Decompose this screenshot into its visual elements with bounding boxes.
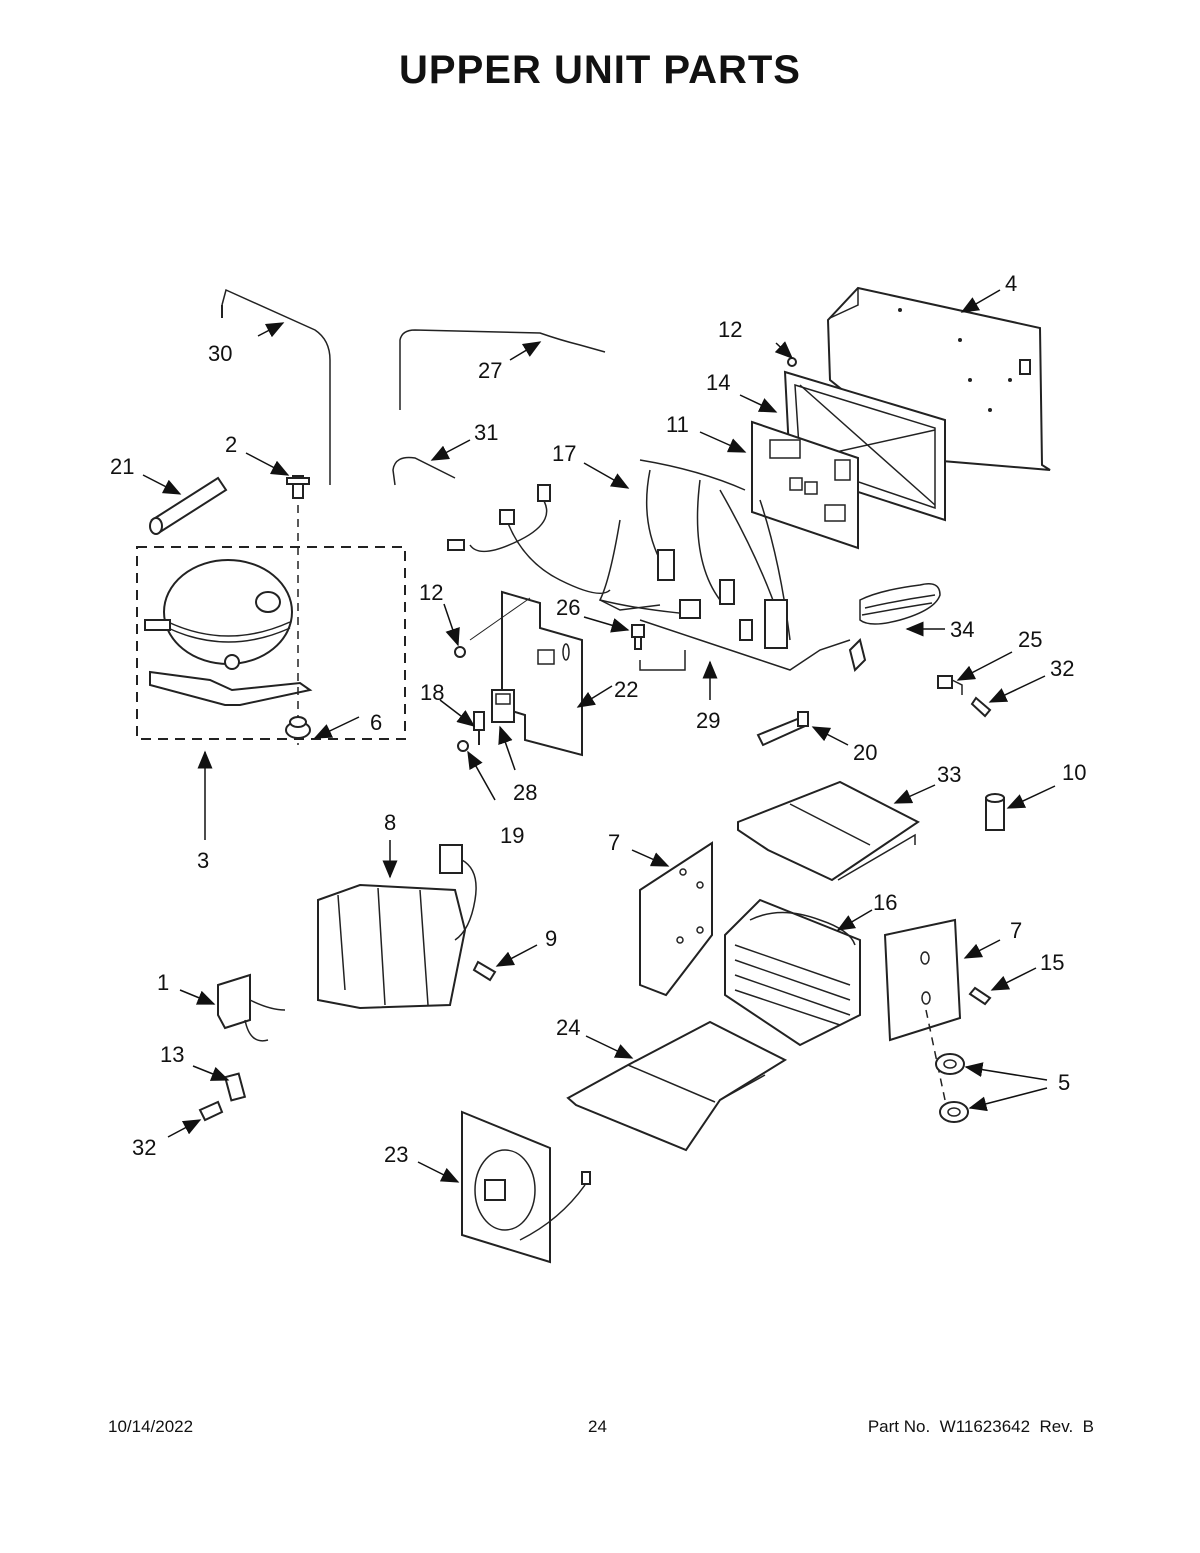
- switch: [491, 689, 515, 723]
- callout-24: 24: [556, 1015, 580, 1040]
- grommets-5: [935, 1053, 969, 1123]
- callout-1: 1: [157, 970, 169, 995]
- callout-19: 19: [500, 823, 524, 848]
- callout-5: 5: [1058, 1070, 1070, 1095]
- callout-33: 33: [937, 762, 961, 787]
- shield-24: [566, 1020, 788, 1152]
- callout-9: 9: [545, 926, 557, 951]
- callout-7-left: 7: [608, 830, 620, 855]
- callout-25: 25: [1018, 627, 1042, 652]
- callout-14: 14: [706, 370, 730, 395]
- callout-32-left: 32: [132, 1135, 156, 1160]
- screw-15: [968, 986, 992, 1006]
- callout-27: 27: [478, 358, 502, 383]
- callout-12-upper: 12: [718, 317, 742, 342]
- bracket-13: [223, 1072, 247, 1102]
- callout-18: 18: [420, 680, 444, 705]
- clip-25: [937, 675, 963, 695]
- screw-12-lower: [454, 646, 466, 658]
- harness-29: [639, 619, 851, 671]
- fan-housing: [317, 844, 477, 1010]
- callout-15: 15: [1040, 950, 1064, 975]
- callout-2: 2: [225, 432, 237, 457]
- heater-coil: [848, 583, 941, 672]
- evaporator-fan: [461, 1110, 591, 1264]
- callout-7-right: 7: [1010, 918, 1022, 943]
- screw-32-right: [970, 696, 992, 718]
- callout-20: 20: [853, 740, 877, 765]
- page-title: UPPER UNIT PARTS: [399, 48, 801, 92]
- discharge-tube: [221, 288, 331, 485]
- grommet: [285, 716, 311, 739]
- callout-4: 4: [1005, 271, 1017, 296]
- footer-part-number: Part No. W11623642 Rev. B: [867, 1417, 1094, 1436]
- callout-22: 22: [614, 677, 638, 702]
- screw-19: [457, 740, 469, 752]
- callout-12-lower: 12: [419, 580, 443, 605]
- footer-page-number: 24: [588, 1417, 607, 1436]
- compressor: [144, 559, 313, 706]
- control-back-panel: [826, 286, 1051, 471]
- wire-harness: [447, 459, 791, 649]
- callout-17: 17: [552, 441, 576, 466]
- screw-9: [472, 960, 497, 982]
- screw-26: [631, 624, 686, 671]
- callout-29: 29: [696, 708, 720, 733]
- callout-3: 3: [197, 848, 209, 873]
- screw-32-left: [198, 1100, 224, 1122]
- elbow-tube: [392, 456, 456, 486]
- callout-32-right: 32: [1050, 656, 1074, 681]
- callout-11: 11: [666, 412, 689, 437]
- suction-tube: [399, 329, 606, 410]
- sensor: [756, 711, 809, 747]
- callout-8: 8: [384, 810, 396, 835]
- compressor-assembly-box: [136, 546, 406, 740]
- callout-34: 34: [950, 617, 974, 642]
- drier: [149, 476, 228, 535]
- leader-lines: [142, 289, 1056, 1183]
- callout-28: 28: [513, 780, 537, 805]
- callout-21: 21: [110, 454, 134, 479]
- bracket-7-left: [639, 841, 713, 997]
- footer-date: 10/14/2022: [108, 1417, 194, 1436]
- callout-30: 30: [208, 341, 232, 366]
- screw-12-upper: [787, 357, 797, 367]
- callout-23: 23: [384, 1142, 408, 1167]
- callout-31: 31: [474, 420, 498, 445]
- compressor-stud: [286, 475, 310, 745]
- cap-10: [985, 793, 1005, 831]
- cover-33: [737, 780, 920, 882]
- connector-18: [473, 711, 485, 745]
- callout-16: 16: [873, 890, 897, 915]
- relay: [217, 973, 286, 1042]
- evaporator: [724, 898, 861, 1047]
- bracket-7-right: [883, 918, 962, 1101]
- callout-13: 13: [160, 1042, 184, 1067]
- callout-10: 10: [1062, 760, 1086, 785]
- callout-26: 26: [556, 595, 580, 620]
- control-board: [751, 420, 859, 550]
- callout-6: 6: [370, 710, 382, 735]
